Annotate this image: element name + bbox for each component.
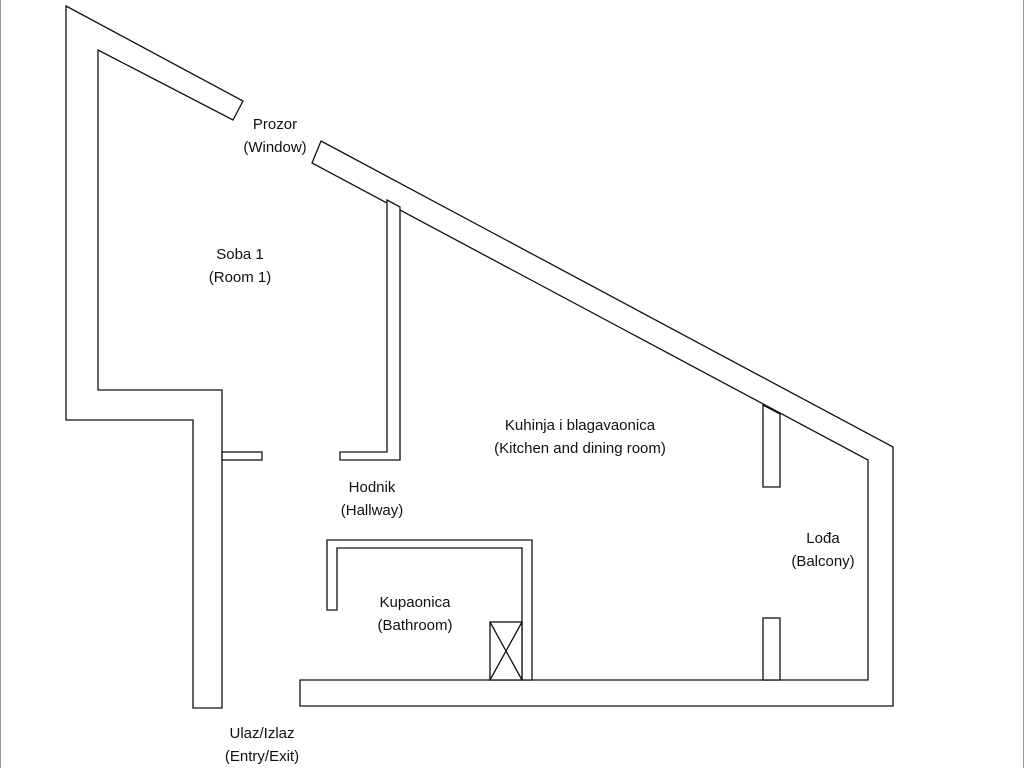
window-label: Prozor (Window) <box>243 113 306 159</box>
window-english: (Window) <box>243 139 307 156</box>
kitchen-name: Kuhinja i blagavaonica <box>504 417 656 434</box>
hallway-partition-wall <box>339 198 401 461</box>
balcony-label: Lođa (Balcony) <box>791 527 854 573</box>
bathroom-label: Kupaonica (Bathroom) <box>377 591 452 637</box>
entry-english: (Entry/Exit) <box>224 748 300 765</box>
hallway-english: (Hallway) <box>340 502 404 519</box>
entry-label: Ulaz/Izlaz (Entry/Exit) <box>225 722 299 768</box>
kitchen-english: (Kitchen and dining room) <box>494 440 666 457</box>
bathroom-wall <box>326 539 533 681</box>
balcony-upper-stub <box>762 403 781 488</box>
bathroom-english: (Bathroom) <box>377 617 453 634</box>
room1-label: Soba 1 (Room 1) <box>209 243 272 289</box>
balcony-lower-stub <box>762 617 781 681</box>
hallway-name: Hodnik <box>348 479 396 496</box>
room1-name: Soba 1 <box>216 246 264 263</box>
ventilation-shaft <box>489 621 523 681</box>
kitchen-label: Kuhinja i blagavaonica (Kitchen and dini… <box>494 414 666 460</box>
room1-english: (Room 1) <box>208 269 272 286</box>
bathroom-name: Kupaonica <box>379 594 451 611</box>
diagonal-exterior-wall <box>299 140 894 707</box>
entry-name: Ulaz/Izlaz <box>229 725 295 742</box>
balcony-name: Lođa <box>806 530 840 547</box>
window-name: Prozor <box>252 116 298 133</box>
hallway-label: Hodnik (Hallway) <box>341 476 404 522</box>
room1-stub-wall <box>221 451 263 461</box>
balcony-english: (Balcony) <box>791 553 855 570</box>
room1-outer-wall <box>65 4 244 709</box>
